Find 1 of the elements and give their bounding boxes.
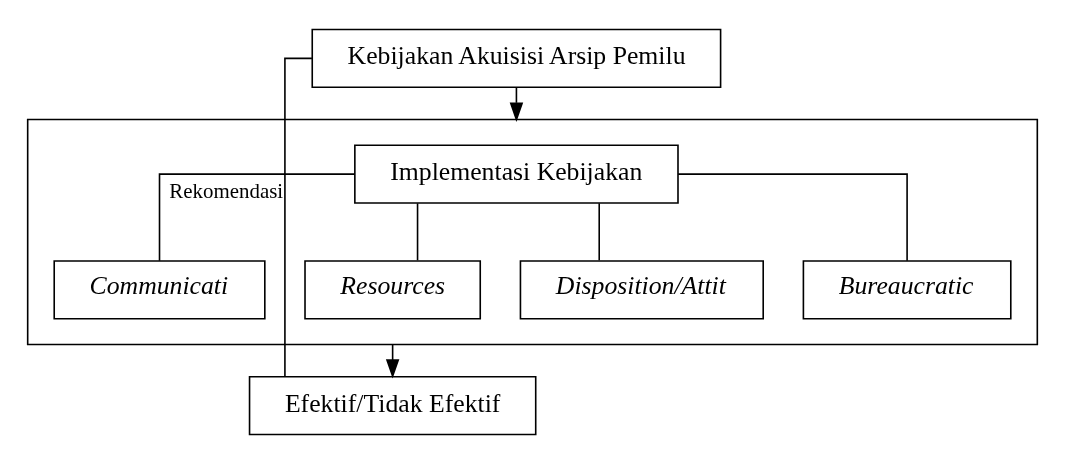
edge-label: Rekomendasi: [169, 178, 284, 203]
